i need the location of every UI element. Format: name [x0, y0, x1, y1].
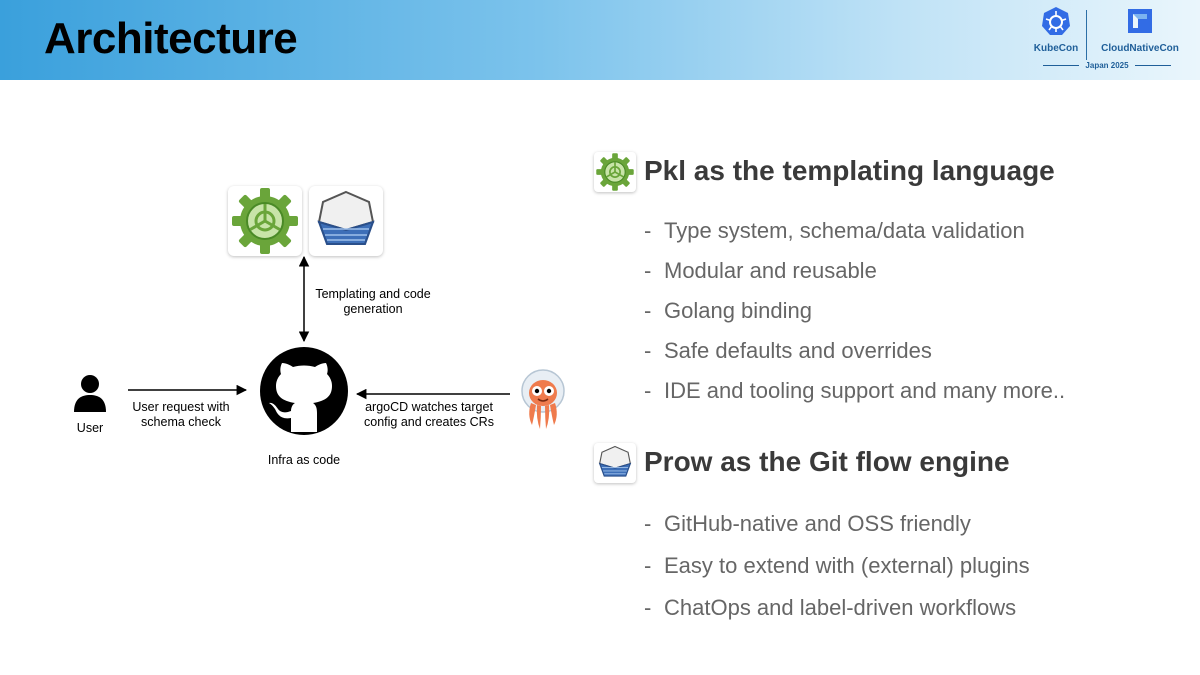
- user-request-line-2: schema check: [141, 415, 221, 429]
- prow-heading-icon-tile: [594, 443, 636, 483]
- pkl-bullet-3: -Golang binding: [644, 298, 813, 323]
- prow-bullet-2: -Easy to extend with (external) plugins: [644, 553, 1030, 578]
- cloudnativecon-label: CloudNativeCon: [1101, 43, 1179, 54]
- prow-bullet-3-text: ChatOps and label-driven workflows: [664, 595, 1017, 620]
- slide-title: Architecture: [44, 14, 298, 63]
- pkl-bullet-1: -Type system, schema/data validation: [644, 218, 1025, 243]
- pkl-bullet-5-text: IDE and tooling support and many more..: [664, 378, 1066, 403]
- kubernetes-helm-icon: [1042, 7, 1070, 35]
- prow-bullet-1: -GitHub-native and OSS friendly: [644, 511, 971, 536]
- cloudnativecon-logo: CloudNativeCon: [1090, 6, 1190, 54]
- prow-ship-icon: [598, 445, 632, 477]
- argocd-label-line-2: config and creates CRs: [364, 415, 494, 429]
- conference-logo: KubeCon CloudNativeCon Japan 2025: [1022, 6, 1192, 74]
- argocd-label: argoCD watches target config and creates…: [350, 400, 508, 430]
- user-request-label: User request with schema check: [118, 400, 244, 430]
- prow-bullet-2-text: Easy to extend with (external) plugins: [664, 553, 1030, 578]
- pkl-heading: Pkl as the templating language: [644, 155, 1055, 186]
- templating-label-line-2: generation: [343, 302, 403, 316]
- slide-header: Architecture KubeCon CloudNative: [0, 0, 1200, 80]
- kubecon-logo: KubeCon: [1028, 6, 1084, 54]
- repo-label: Infra as code: [267, 453, 341, 467]
- user-icon: [74, 375, 106, 412]
- prow-bullet-1-text: GitHub-native and OSS friendly: [664, 511, 971, 536]
- pkl-bullet-5: -IDE and tooling support and many more..: [644, 378, 1066, 403]
- pkl-heading-icon-tile: [594, 152, 636, 192]
- pkl-logo-tile: [228, 186, 302, 256]
- conference-edition: Japan 2025: [1022, 61, 1192, 70]
- user-label: User: [76, 421, 104, 435]
- user-request-line-1: User request with: [132, 400, 230, 414]
- templating-label: Templating and code generation: [300, 287, 446, 317]
- pkl-bullet-4-text: Safe defaults and overrides: [664, 338, 932, 363]
- logo-divider: [1086, 10, 1087, 60]
- prow-bullet-3: -ChatOps and label-driven workflows: [644, 595, 1017, 620]
- argocd-label-line-1: argoCD watches target: [365, 400, 493, 414]
- argocd-octopus-icon[interactable]: [518, 369, 568, 431]
- prow-heading: Prow as the Git flow engine: [644, 446, 1010, 477]
- kubecon-label: KubeCon: [1033, 43, 1079, 54]
- pkl-bullet-2: -Modular and reusable: [644, 258, 877, 283]
- pkl-gear-icon: [596, 153, 634, 191]
- pkl-bullet-4: -Safe defaults and overrides: [644, 338, 932, 363]
- pkl-bullet-2-text: Modular and reusable: [664, 258, 877, 283]
- prow-logo-tile: [309, 186, 383, 256]
- templating-label-line-1: Templating and code: [315, 287, 431, 301]
- diagram-arrows: [128, 255, 510, 400]
- pkl-bullet-3-text: Golang binding: [664, 298, 813, 323]
- cncf-icon: [1128, 9, 1152, 33]
- pkl-bullet-1-text: Type system, schema/data validation: [664, 218, 1025, 243]
- pkl-gear-icon: [232, 188, 298, 254]
- github-icon[interactable]: [258, 346, 350, 436]
- prow-ship-icon: [317, 190, 375, 245]
- architecture-diagram: Templating and code generation User User…: [0, 80, 600, 675]
